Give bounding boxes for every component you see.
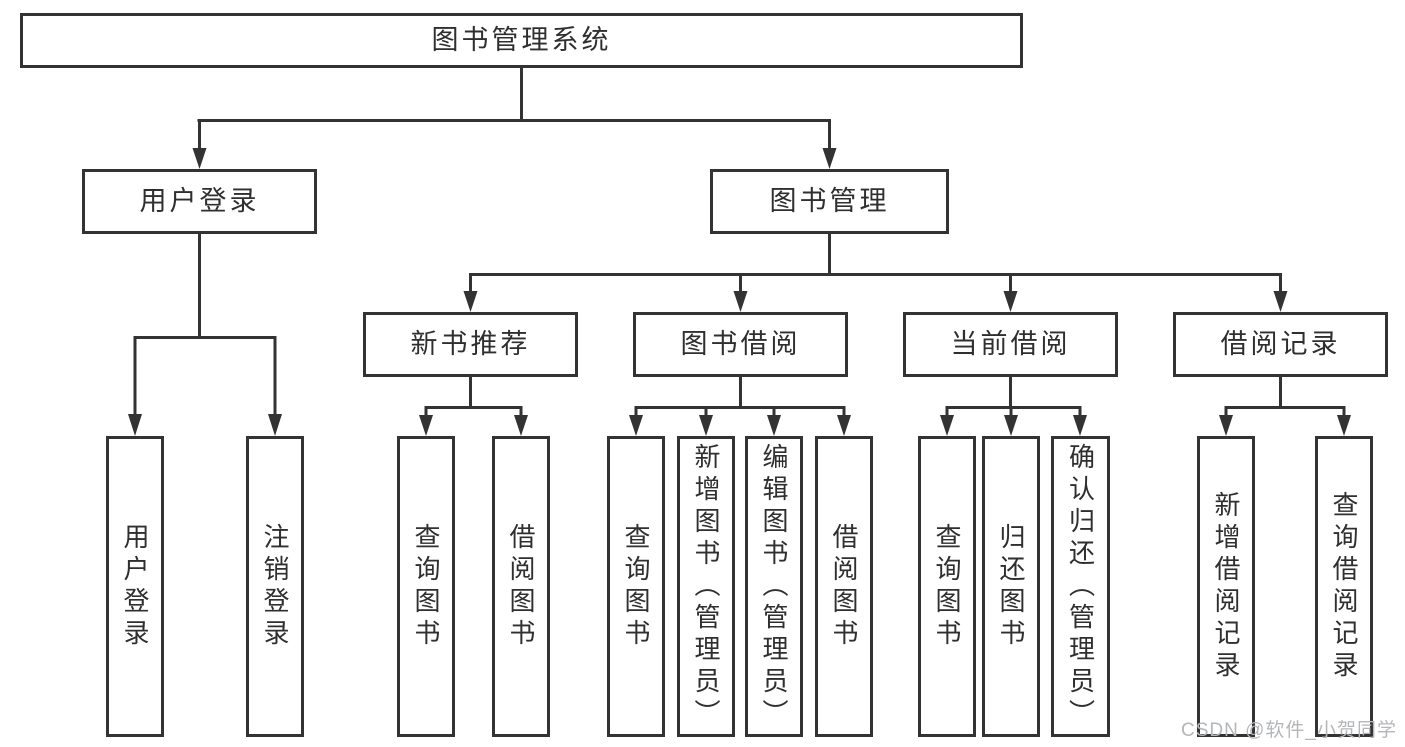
node-borrow-records: 借阅记录 xyxy=(1173,312,1388,377)
arrowheads-user-login-children xyxy=(128,414,282,436)
arrowheads-level3 xyxy=(463,291,1288,312)
arrowheads-level2 xyxy=(192,148,837,169)
arrowheads-book-borrow-children xyxy=(629,415,851,436)
arrowheads-current-borrow-children xyxy=(940,415,1087,436)
connector-book-management-children xyxy=(469,234,1282,293)
arrowheads-new-book-children xyxy=(419,415,528,436)
node-leaf-query-books-borrow: 查询图书 xyxy=(607,436,665,737)
connector-book-borrow-children xyxy=(634,377,846,417)
arrowheads-borrow-record-children xyxy=(1219,415,1351,436)
node-leaf-query-borrow-record: 查询借阅记录 xyxy=(1315,436,1373,737)
connector-current-borrow-children xyxy=(945,377,1082,417)
node-book-borrow: 图书借阅 xyxy=(633,312,848,377)
node-current-borrow: 当前借阅 xyxy=(903,312,1118,377)
node-leaf-user-login: 用户登录 xyxy=(106,436,164,737)
connector-new-book-children xyxy=(424,377,523,417)
node-leaf-edit-book-admin: 编辑图书（管理员） xyxy=(745,436,803,737)
node-new-book-recommend: 新书推荐 xyxy=(363,312,578,377)
node-user-login: 用户登录 xyxy=(82,169,317,234)
csdn-watermark: CSDN @软件_小贺同学 xyxy=(1181,720,1397,741)
node-leaf-add-borrow-record: 新增借阅记录 xyxy=(1197,436,1255,737)
node-leaf-query-books-recommend: 查询图书 xyxy=(397,436,455,737)
connector-root-to-level2 xyxy=(197,68,831,150)
node-library-system: 图书管理系统 xyxy=(20,13,1023,68)
node-leaf-return-book: 归还图书 xyxy=(982,436,1040,737)
node-leaf-borrow-books-recommend: 借阅图书 xyxy=(492,436,550,737)
node-book-management: 图书管理 xyxy=(710,169,949,234)
node-leaf-logout: 注销登录 xyxy=(246,436,304,737)
node-leaf-borrow-books: 借阅图书 xyxy=(815,436,873,737)
connector-user-login-children xyxy=(133,234,277,416)
connector-borrow-record-children xyxy=(1224,377,1346,417)
node-leaf-query-books-current: 查询图书 xyxy=(918,436,976,737)
node-leaf-add-book-admin: 新增图书（管理员） xyxy=(677,436,735,737)
node-leaf-confirm-return-admin: 确认归还（管理员） xyxy=(1051,436,1110,737)
